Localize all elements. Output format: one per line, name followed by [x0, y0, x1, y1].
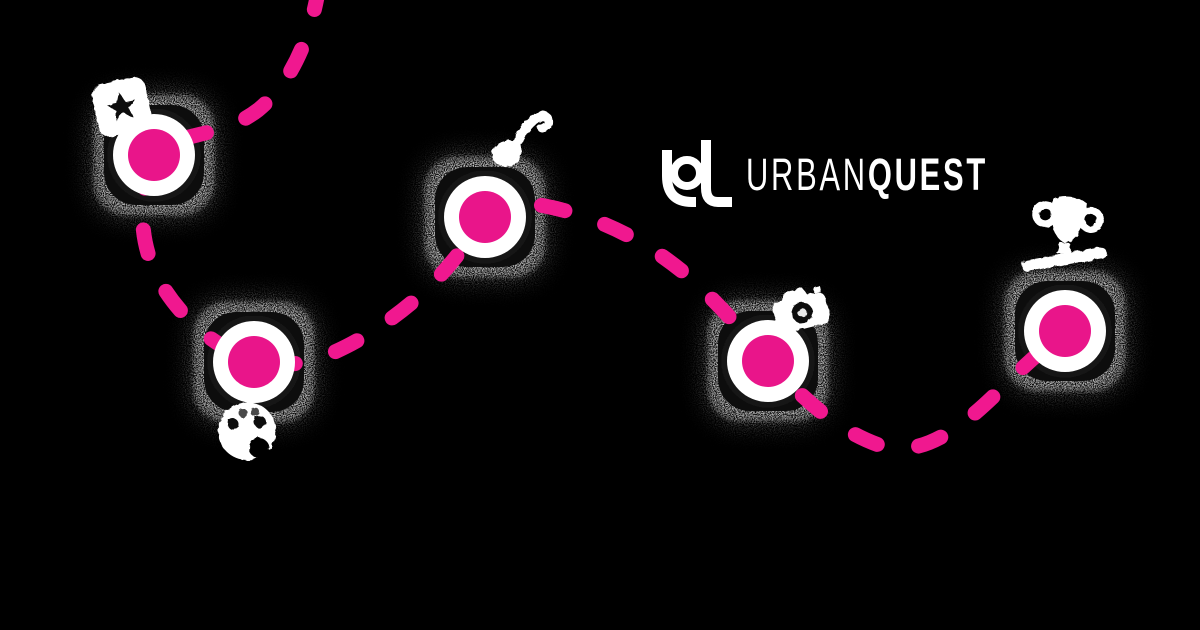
checkpoint-marker: [113, 114, 195, 196]
checkpoint-marker: [727, 320, 809, 402]
wordmark-bold: QUEST: [868, 149, 988, 200]
checkpoint-marker: [1024, 290, 1106, 372]
music-note-icon: [491, 111, 553, 167]
checkpoint-marker: [444, 176, 526, 258]
wordmark: URBANQUEST: [746, 149, 988, 200]
camera-icon: [772, 286, 830, 334]
logo: URBANQUEST: [662, 140, 988, 207]
paint-palette-icon: [218, 402, 276, 460]
checkpoint-icons: [92, 77, 1107, 460]
urbanquest-monogram-icon: [662, 140, 732, 207]
trophy-icon: [1021, 196, 1107, 272]
route-path: [135, 0, 1076, 456]
checkpoint-marker: [213, 321, 295, 403]
star-badge-icon: [92, 77, 152, 137]
checkpoint-markers: [113, 114, 1106, 403]
wordmark-light: URBAN: [746, 149, 868, 200]
